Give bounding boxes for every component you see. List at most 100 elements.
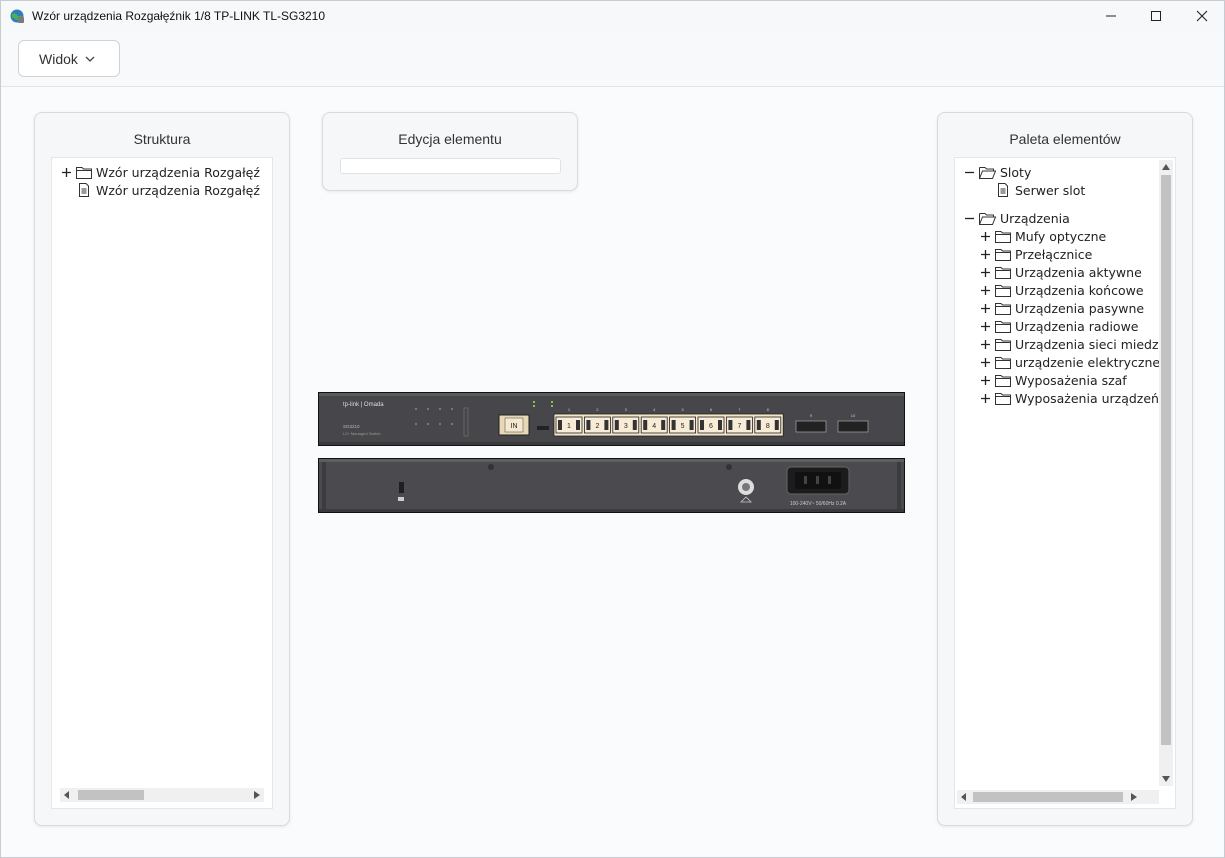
folder-icon [995, 266, 1011, 279]
ethernet-port[interactable] [725, 416, 753, 434]
scrollbar-thumb[interactable] [78, 790, 144, 800]
view-menu-button[interactable]: Widok [18, 40, 120, 77]
palette-item[interactable]: Urządzenia sieci miedzi [979, 335, 1162, 353]
minimize-button[interactable] [1088, 1, 1134, 31]
device-brand-text: tp-link | Omada [343, 402, 384, 408]
folder-icon [995, 338, 1011, 351]
expand-plus-icon[interactable] [979, 248, 991, 260]
palette-item-label: Serwer slot [1015, 182, 1086, 198]
expand-plus-icon[interactable] [979, 374, 991, 386]
ethernet-port[interactable] [754, 416, 782, 434]
edit-element-field[interactable] [340, 158, 561, 174]
expand-plus-icon[interactable] [979, 266, 991, 278]
device-subtitle-text: L2+ Managed Switch [343, 431, 380, 436]
palette-horizontal-scrollbar[interactable] [957, 790, 1159, 804]
palette-item[interactable]: urządzenie elektryczne [979, 353, 1160, 371]
toolbar: Widok [1, 31, 1224, 87]
scroll-up-icon[interactable] [1162, 164, 1170, 170]
expand-plus-icon[interactable] [979, 302, 991, 314]
scroll-left-icon[interactable] [64, 791, 70, 799]
palette-item-label: Wyposażenia urządzeń [1015, 390, 1159, 406]
folder-icon [995, 284, 1011, 297]
document-icon [998, 183, 1008, 197]
sfp-port-10-label: 10 [851, 413, 856, 418]
expand-plus-icon[interactable] [979, 320, 991, 332]
folder-icon [995, 230, 1011, 243]
palette-item-label: Urządzenia końcowe [1015, 282, 1144, 298]
expand-plus-icon[interactable] [979, 230, 991, 242]
structure-tree-item[interactable]: Wzór urządzenia Rozgałęź [60, 163, 260, 181]
palette-item[interactable]: Urządzenia aktywne [979, 263, 1142, 281]
expand-plus-icon[interactable] [979, 284, 991, 296]
scrollbar-thumb[interactable] [1161, 175, 1171, 745]
palette-item[interactable]: Wyposażenia urządzeń [979, 389, 1159, 407]
port-top-label: 6 [710, 407, 713, 412]
palette-item-label: Wyposażenia szaf [1015, 372, 1127, 388]
ethernet-port[interactable] [669, 416, 697, 434]
ethernet-port[interactable] [697, 416, 725, 434]
maximize-icon [1151, 11, 1161, 21]
title-bar: Wzór urządzenia Rozgałęźnik 1/8 TP-LINK … [1, 1, 1224, 31]
port-number-label: 4 [652, 423, 656, 430]
port-number-label: 3 [624, 423, 628, 430]
close-button[interactable] [1179, 1, 1224, 31]
port-number-label: 7 [737, 423, 741, 430]
structure-horizontal-scrollbar[interactable] [60, 788, 264, 802]
maximize-button[interactable] [1133, 1, 1179, 31]
port-top-label: 4 [653, 407, 656, 412]
port-top-label: 5 [681, 407, 684, 412]
folder-icon [995, 248, 1011, 261]
device-back-illustration: 100-240V~ 50/60Hz 0.2A [319, 459, 904, 512]
palette-item-label: Przełącznice [1015, 246, 1093, 262]
palette-group-1[interactable]: Urządzenia [963, 209, 1070, 227]
port-top-label: 2 [596, 407, 599, 412]
port-top-label: 8 [767, 407, 770, 412]
expand-plus-icon[interactable] [979, 338, 991, 350]
scrollbar-thumb[interactable] [973, 792, 1123, 802]
palette-item[interactable]: Serwer slot [979, 181, 1085, 199]
open-folder-icon [979, 166, 996, 179]
ethernet-port[interactable] [555, 416, 583, 434]
structure-tree[interactable]: Wzór urządzenia Rozgałęź Wzór urządzenia… [51, 157, 273, 809]
folder-icon [995, 356, 1011, 369]
scroll-left-icon[interactable] [961, 793, 967, 801]
device-front-panel[interactable]: tp-link | Omada SG3210 L2+ Managed Switc… [318, 392, 905, 446]
folder-icon [995, 392, 1011, 405]
open-folder-icon [979, 212, 996, 225]
structure-item-label: Wzór urządzenia Rozgałęź [96, 182, 260, 198]
palette-item[interactable]: Mufy optyczne [979, 227, 1106, 245]
palette-item-label: Urządzenia pasywne [1015, 300, 1145, 316]
minimize-icon [1106, 15, 1116, 17]
palette-group-0[interactable]: Sloty [963, 163, 1031, 181]
expand-plus-icon[interactable] [979, 392, 991, 404]
scroll-right-icon[interactable] [1131, 793, 1137, 801]
ethernet-port[interactable] [612, 416, 640, 434]
expand-plus-icon[interactable] [60, 166, 72, 178]
expand-plus-icon[interactable] [979, 356, 991, 368]
structure-tree-item[interactable]: Wzór urządzenia Rozgałęź [60, 181, 260, 199]
ethernet-port[interactable] [640, 416, 668, 434]
ethernet-port[interactable] [583, 416, 611, 434]
palette-item[interactable]: Urządzenia końcowe [979, 281, 1144, 299]
collapse-minus-icon[interactable] [963, 212, 975, 224]
palette-item[interactable]: Urządzenia pasywne [979, 299, 1144, 317]
structure-panel: Struktura Wzór urządzenia Rozgałęź Wzór … [34, 112, 290, 826]
device-front-illustration: tp-link | Omada SG3210 L2+ Managed Switc… [319, 393, 904, 445]
palette-item[interactable]: Urządzenia radiowe [979, 317, 1139, 335]
palette-item-label: Urządzenia aktywne [1015, 264, 1142, 280]
palette-vertical-scrollbar[interactable] [1159, 160, 1173, 786]
scroll-down-icon[interactable] [1162, 776, 1170, 782]
palette-item[interactable]: Przełącznice [979, 245, 1092, 263]
structure-item-label: Wzór urządzenia Rozgałęź [96, 164, 260, 180]
collapse-minus-icon[interactable] [963, 166, 975, 178]
device-back-panel[interactable]: 100-240V~ 50/60Hz 0.2A [318, 458, 905, 513]
port-top-label: 7 [738, 407, 741, 412]
port-number-label: 8 [766, 423, 770, 430]
scroll-right-icon[interactable] [254, 791, 260, 799]
palette-item-label: Urządzenia sieci miedzi [1015, 336, 1163, 352]
view-menu-label: Widok [39, 50, 78, 67]
palette-item[interactable]: Wyposażenia szaf [979, 371, 1127, 389]
in-port-label: IN [511, 423, 518, 430]
